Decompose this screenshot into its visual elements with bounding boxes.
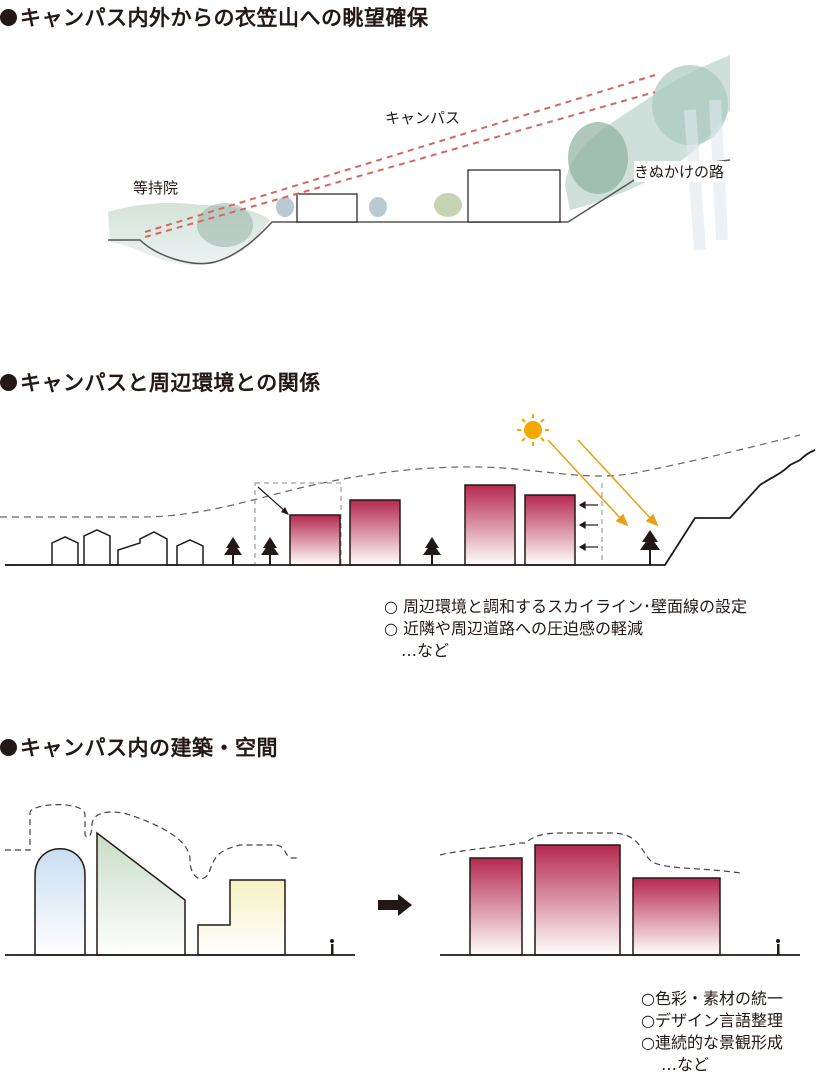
temple-label: 等持院 (133, 179, 179, 197)
bullet-icon (0, 9, 17, 26)
skyline-line (0, 434, 801, 518)
section3-heading: キャンパス内の建築・空間 (0, 732, 278, 762)
note-etc: …など (661, 1055, 710, 1074)
campus-building-2 (349, 499, 401, 566)
note-color: ○色彩・素材の統一 (641, 989, 783, 1008)
campus-tree-3 (434, 193, 462, 217)
section3-notes: ○色彩・素材の統一 ○デザイン言語整理 ○連続的な景観形成 …など (641, 988, 783, 1076)
campus-tree-2 (369, 197, 387, 217)
campus-building-4 (524, 494, 576, 566)
note-pressure: ○ 近隣や周辺道路への圧迫感の軽減 (384, 619, 644, 638)
view-section-diagram (108, 55, 731, 266)
sunlight-arrows (547, 439, 659, 527)
sight-line-lower (144, 91, 656, 238)
section2-title: キャンパスと周辺環境との関係 (20, 371, 321, 395)
surroundings-diagram (0, 414, 816, 566)
sight-line-upper (144, 74, 656, 233)
section1-title: キャンパス内外からの衣笠山への眺望確保 (20, 6, 429, 30)
note-skyline: ○ 周辺環境と調和するスカイライン･壁面線の設定 (384, 597, 748, 616)
bullet-icon (0, 739, 17, 756)
arched-building (34, 848, 86, 956)
tree-icon (261, 537, 279, 565)
tree-icon (640, 530, 660, 565)
note-etc: …など (401, 641, 450, 660)
tree-icon (224, 537, 242, 565)
unified-building-1 (469, 857, 523, 956)
tree-icon (423, 537, 441, 565)
temple-tree (197, 203, 253, 247)
sun-icon (517, 414, 549, 446)
bullet-icon (0, 374, 17, 391)
arrow-right-icon (378, 894, 412, 916)
unified-building-2 (534, 844, 621, 956)
houses-outline (5, 529, 204, 566)
skyline-varied (5, 804, 300, 880)
campus-label: キャンパス (385, 109, 461, 127)
campus-tree-1 (276, 197, 294, 217)
note-design: ○デザイン言語整理 (641, 1011, 783, 1030)
section3-title: キャンパス内の建築・空間 (20, 736, 278, 760)
road-label: きぬかけの路 (634, 161, 725, 182)
envelope-arrow (257, 486, 287, 513)
setback-arrows (578, 500, 598, 552)
skyline-unified (439, 832, 741, 874)
campus-building-3 (464, 484, 516, 566)
mountain-tree-1 (568, 122, 628, 194)
ground-line (5, 449, 816, 566)
person-icon (330, 939, 334, 955)
unified-building-3 (632, 877, 721, 956)
envelope-arrowhead (281, 507, 289, 515)
ground-line (108, 159, 731, 265)
section2-notes: ○ 周辺環境と調和するスカイライン･壁面線の設定 ○ 近隣や周辺道路への圧迫感の… (384, 596, 747, 662)
stepped-building (197, 879, 286, 956)
section1-heading: キャンパス内外からの衣笠山への眺望確保 (0, 2, 429, 32)
campus-building-1 (289, 514, 341, 566)
architecture-diagram (5, 804, 800, 956)
sloped-building (96, 831, 186, 956)
person-icon (776, 939, 780, 955)
campus-building-large (467, 169, 561, 223)
campus-building-small (296, 193, 358, 223)
mountain-tree-2 (652, 65, 728, 145)
section2-heading: キャンパスと周辺環境との関係 (0, 367, 321, 397)
note-landscape: ○連続的な景観形成 (641, 1033, 783, 1052)
